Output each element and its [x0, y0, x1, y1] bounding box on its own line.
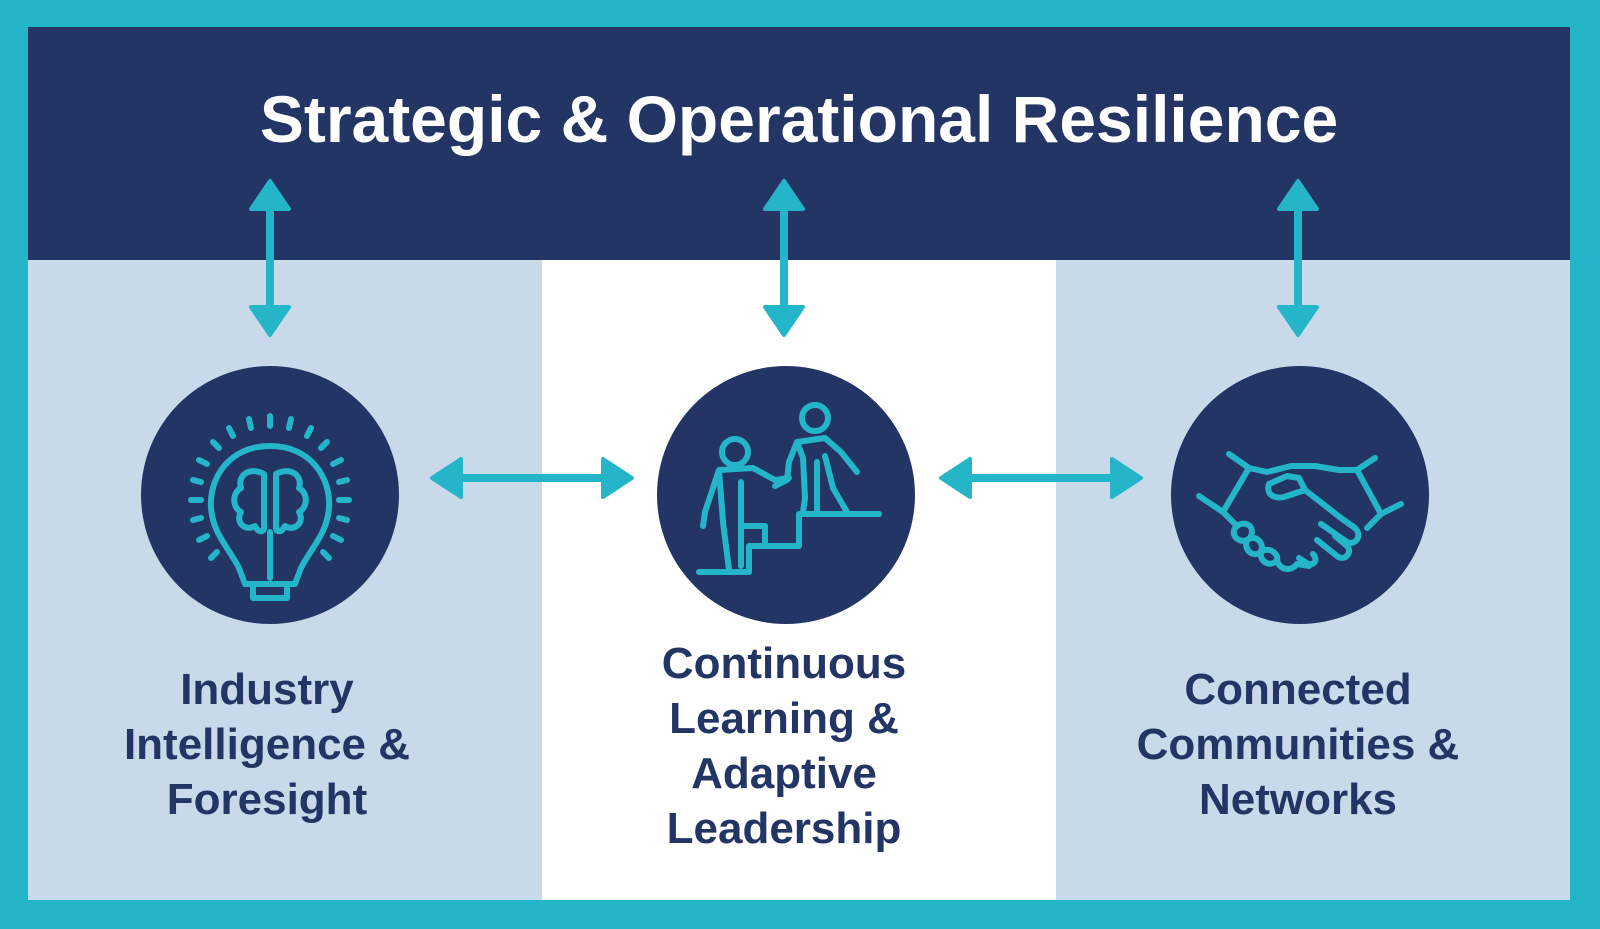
- pillar-2-label-line: Leadership: [666, 804, 902, 853]
- handshake-icon: [1196, 451, 1404, 572]
- pillar-2-label-line: Adaptive: [691, 749, 877, 798]
- pillar-2-label-line: Continuous: [661, 639, 907, 688]
- pillar-3-label: Connected Communities & Networks: [1048, 662, 1548, 827]
- header-banner: Strategic & Operational Resilience: [28, 27, 1570, 260]
- pillar-2-label: Continuous Learning & Adaptive Leadershi…: [534, 636, 1034, 856]
- pillar-1-label-line: Foresight: [166, 775, 368, 824]
- vertical-double-arrow-icon: [249, 179, 291, 337]
- pillar-2-label-line: Learning &: [669, 694, 899, 743]
- vertical-double-arrow-icon: [763, 179, 805, 337]
- vertical-double-arrow-icon: [1277, 179, 1319, 337]
- horizontal-double-arrow-icon: [939, 457, 1143, 499]
- diagram-title: Strategic & Operational Resilience: [259, 82, 1339, 156]
- diagram-frame: Strategic & Operational Resilience: [28, 27, 1570, 900]
- pillar-3-label-line: Connected: [1184, 665, 1412, 714]
- lightbulb-brain-icon: [188, 413, 352, 601]
- pillar-3-label-line: Communities &: [1136, 720, 1460, 769]
- pillar-3-label-line: Networks: [1198, 775, 1398, 824]
- pillar-1-label: Industry Intelligence & Foresight: [17, 662, 517, 827]
- pillar-2-icon-circle: [657, 366, 915, 624]
- people-climbing-stairs-icon: [696, 402, 882, 575]
- pillar-1-label-line: Industry: [180, 665, 354, 714]
- pillar-1-label-line: Intelligence &: [123, 720, 411, 769]
- horizontal-double-arrow-icon: [430, 457, 634, 499]
- pillar-1-icon-circle: [141, 366, 399, 624]
- pillar-3-icon-circle: [1171, 366, 1429, 624]
